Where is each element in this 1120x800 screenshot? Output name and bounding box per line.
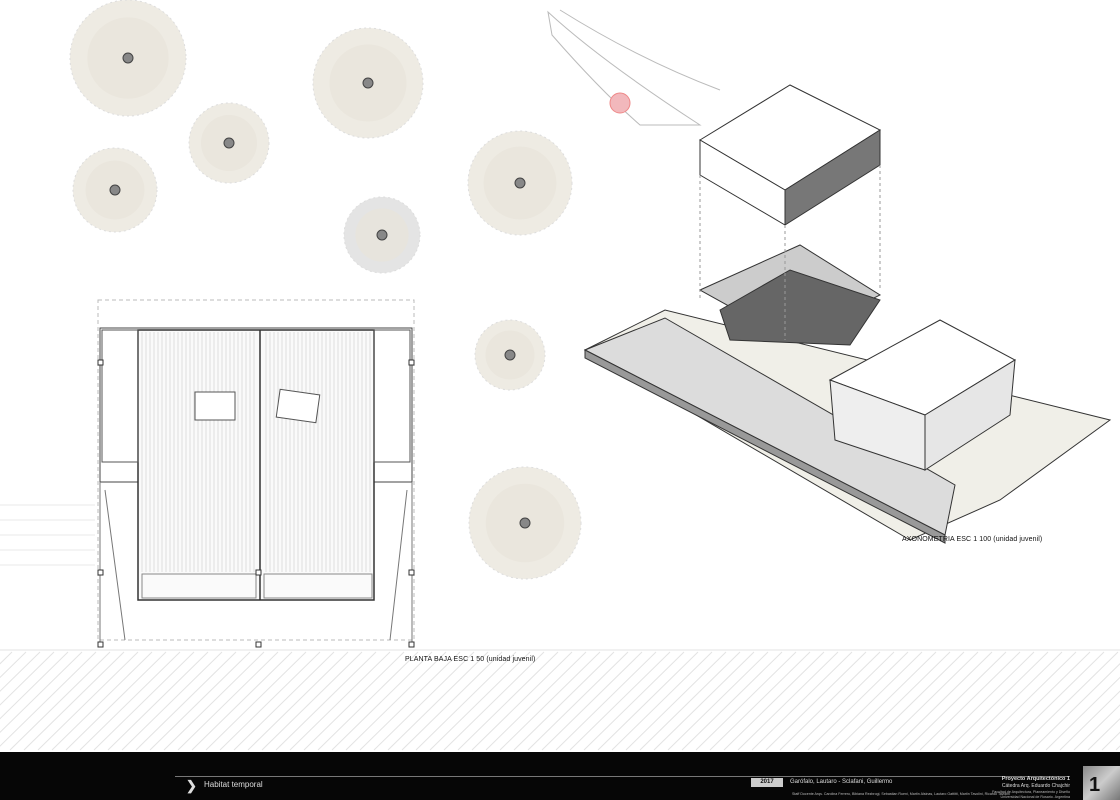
- course-title: Proyecto Arquitectónico 1: [1001, 776, 1070, 782]
- chevron-right-icon: ❯: [186, 778, 197, 793]
- tree: [312, 27, 424, 139]
- project-title: Habitat temporal: [204, 780, 263, 789]
- site-location-map: [547, 9, 721, 126]
- axonometric-caption: AXONOMETRIA ESC 1 100 (unidad juvenil): [902, 536, 1043, 543]
- chair: Cátedra Arq. Eduardo Chajchir: [1001, 783, 1070, 789]
- year-badge: 2017: [751, 778, 783, 787]
- logo-number: 1: [1089, 774, 1101, 796]
- left-hatch: [0, 504, 95, 566]
- tree: [468, 466, 582, 580]
- axonometric-drawing: [583, 84, 1112, 544]
- footer-divider: [175, 776, 1070, 777]
- faculty: Facultad de Arquitectura, Planeamiento y…: [992, 790, 1070, 794]
- tree: [467, 130, 573, 236]
- tree: [72, 147, 158, 233]
- tree: [188, 102, 270, 184]
- trees: [69, 0, 582, 580]
- tree: [474, 319, 546, 391]
- tree: [343, 196, 421, 274]
- plan-caption: PLANTA BAJA ESC 1 50 (unidad juvenil): [405, 656, 536, 663]
- university: Universidad Nacional de Rosario. Argenti…: [1000, 795, 1070, 799]
- drawing-sheet: [0, 0, 1120, 751]
- site-marker: [609, 92, 631, 114]
- floor-plan: [97, 299, 415, 648]
- ground-hatch: [0, 649, 1120, 751]
- tree: [69, 0, 187, 117]
- course-logo: 1: [1083, 766, 1120, 800]
- authors: Garófalo, Lautaro - Sclafani, Guillermo: [790, 779, 893, 785]
- staff: Staff Docente Arqs. Carolina Ferrero, Bi…: [792, 792, 1010, 796]
